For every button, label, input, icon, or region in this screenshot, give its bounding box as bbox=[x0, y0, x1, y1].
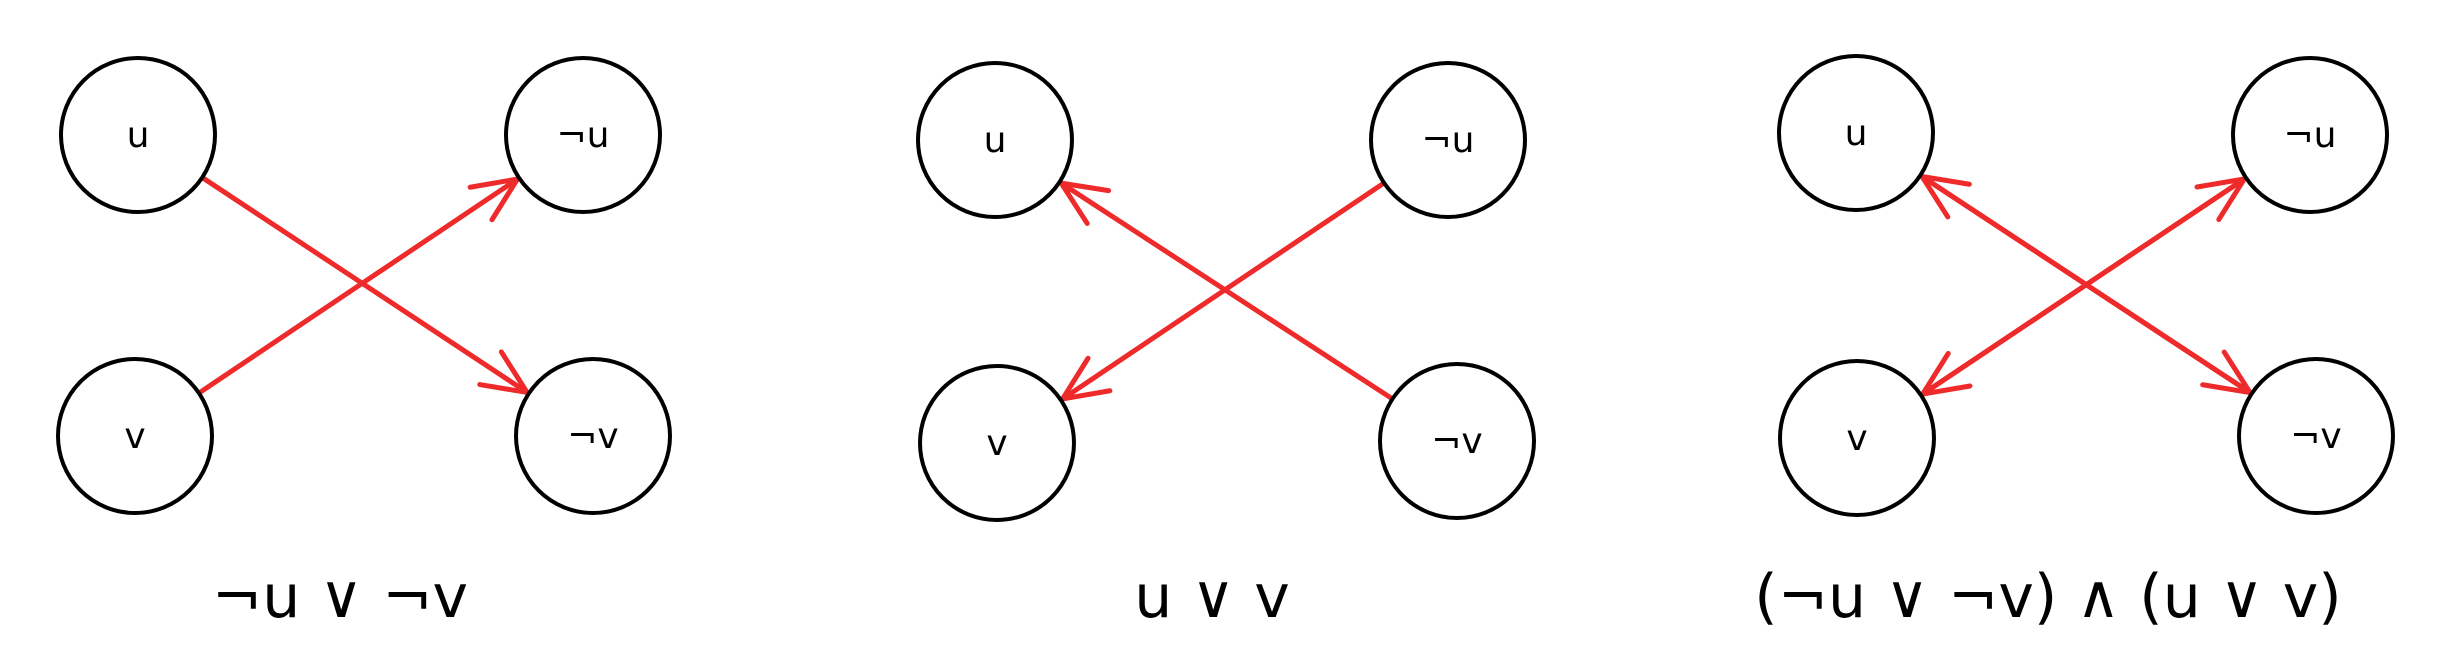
graph-1: u ¬u v ¬v ¬u ∨ ¬v bbox=[56, 56, 672, 632]
graph-2: u ¬u v ¬v u ∨ v bbox=[916, 61, 1536, 632]
node-not-u-circle bbox=[2231, 56, 2389, 214]
arrowhead-barb-1 bbox=[1058, 180, 1112, 194]
node-not-u-circle bbox=[504, 56, 662, 214]
node-not-u: ¬u bbox=[504, 56, 662, 214]
graph-2-edges bbox=[1058, 180, 1395, 402]
graph-1-edges bbox=[196, 174, 530, 396]
arrowhead-barb-2 bbox=[1060, 388, 1113, 402]
arrowhead-barb-2 bbox=[1919, 173, 1951, 220]
node-not-u: ¬u bbox=[1369, 61, 1527, 219]
graph-2-formula: u ∨ v bbox=[1134, 562, 1290, 632]
node-u: u bbox=[916, 61, 1074, 219]
node-u-circle bbox=[916, 61, 1074, 219]
arrowhead-barb-2 bbox=[1920, 383, 1973, 397]
arrowhead-barb-2 bbox=[467, 176, 520, 190]
node-u-label: u bbox=[127, 115, 150, 156]
graph-3-edges bbox=[1917, 172, 2255, 398]
node-v: v bbox=[1778, 359, 1936, 517]
node-not-u-label: ¬u bbox=[1422, 120, 1475, 161]
node-v-label: v bbox=[1846, 418, 1867, 459]
node-not-v-label: ¬v bbox=[567, 416, 618, 457]
arrowhead-barb-1 bbox=[489, 176, 520, 223]
arrowhead-barb-1 bbox=[1060, 355, 1091, 402]
node-u: u bbox=[1777, 54, 1935, 212]
node-not-v: ¬v bbox=[1378, 362, 1536, 520]
node-not-u-label: ¬u bbox=[2284, 115, 2337, 156]
edge-not_u-to-v bbox=[1920, 175, 2249, 397]
node-not-u-label: ¬u bbox=[557, 115, 610, 156]
edge-u-to-not_v bbox=[199, 174, 530, 395]
node-v-circle bbox=[918, 364, 1076, 522]
node-v: v bbox=[918, 364, 1076, 522]
node-not-v-circle bbox=[514, 357, 672, 515]
arrowhead-barb-1 bbox=[477, 382, 530, 395]
arrowhead-barb-2 bbox=[1058, 180, 1090, 226]
arrowhead-barb-1 bbox=[2216, 176, 2247, 223]
node-not-u-circle bbox=[1369, 61, 1527, 219]
node-v-label: v bbox=[124, 416, 145, 457]
node-v-circle bbox=[56, 357, 214, 515]
arrowhead-barb-1 bbox=[2200, 382, 2253, 396]
node-u-label: u bbox=[984, 120, 1007, 161]
node-v-label: v bbox=[986, 423, 1007, 464]
node-u-circle bbox=[59, 56, 217, 214]
graph-3: u ¬u v ¬v (¬u ∨ ¬v) ∧ (u ∨ v) bbox=[1754, 54, 2395, 632]
edge-not_v-to-u bbox=[1058, 180, 1395, 402]
node-not-v-label: ¬v bbox=[1431, 421, 1482, 462]
graph-1-formula: ¬u ∨ ¬v bbox=[212, 562, 468, 632]
node-not-v-circle bbox=[1378, 362, 1536, 520]
edge-v-to-not_u bbox=[196, 176, 520, 396]
arrowhead-barb-2 bbox=[498, 349, 530, 395]
node-v-circle bbox=[1778, 359, 1936, 517]
arrowhead-barb-1 bbox=[1919, 173, 1972, 187]
arrowhead-barb-2 bbox=[2194, 176, 2247, 190]
node-not-u: ¬u bbox=[2231, 56, 2389, 214]
node-v: v bbox=[56, 357, 214, 515]
node-not-v-label: ¬v bbox=[2290, 416, 2341, 457]
arrowhead-barb-2 bbox=[2221, 349, 2253, 396]
node-u: u bbox=[59, 56, 217, 214]
node-u-label: u bbox=[1845, 113, 1868, 154]
node-not-v-circle bbox=[2237, 357, 2395, 515]
arrowhead-barb-1 bbox=[1920, 350, 1951, 397]
node-not-v: ¬v bbox=[2237, 357, 2395, 515]
graph-3-formula: (¬u ∨ ¬v) ∧ (u ∨ v) bbox=[1754, 562, 2341, 632]
node-u-circle bbox=[1777, 54, 1935, 212]
node-not-v: ¬v bbox=[514, 357, 672, 515]
